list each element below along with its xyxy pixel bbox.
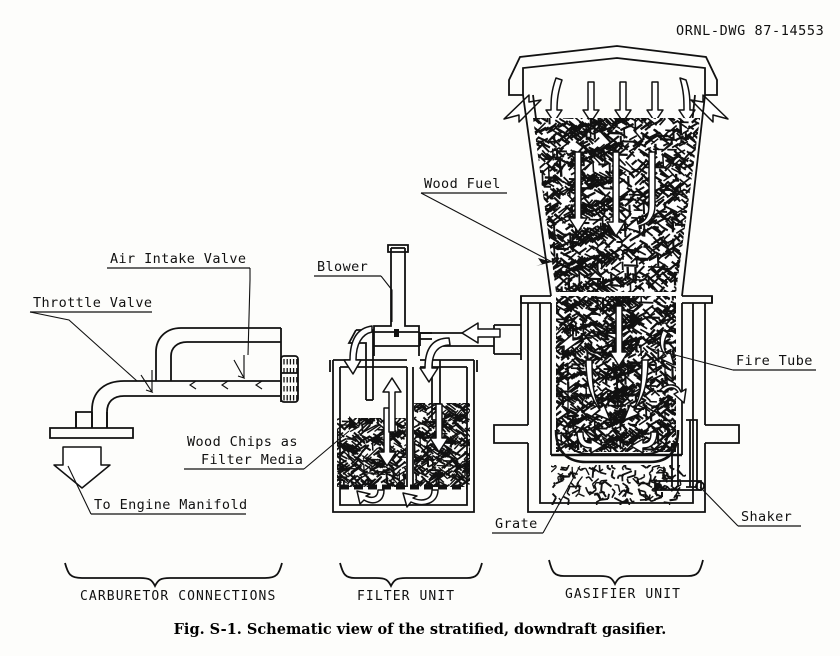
label-fire-tube: Fire Tube — [647, 347, 816, 371]
air-intake-valve-disc — [280, 328, 299, 403]
grate-assembly — [551, 429, 682, 464]
shaker-label: Shaker — [741, 509, 792, 525]
hopper-flow-arrows — [568, 151, 656, 237]
engine-outflow-arrow — [53, 446, 111, 489]
air-inflow-arrows — [503, 94, 729, 123]
wood-chips-label-line2: Filter Media — [201, 452, 303, 468]
gasifier-body-shell — [527, 303, 706, 455]
blower-label: Blower — [317, 259, 368, 275]
filter-flow-arrows — [349, 377, 449, 508]
grate-label: Grate — [495, 516, 538, 532]
gasifier-lower-flange — [493, 424, 740, 513]
section-label-carburetor: CARBURETOR CONNECTIONS — [80, 589, 276, 604]
blower-flow-arrows — [343, 325, 451, 383]
gas-flow-arrow — [461, 322, 501, 344]
to-engine-manifold-label: To Engine Manifold — [94, 497, 248, 513]
section-brace-filter: FILTER UNIT — [339, 562, 483, 604]
label-shaker: Shaker — [699, 486, 801, 527]
gasifier-internal-arrows — [555, 305, 687, 421]
throttle-valve-label: Throttle Valve — [33, 295, 152, 311]
fire-tube-label: Fire Tube — [736, 353, 813, 369]
shaker-mechanism — [654, 419, 705, 491]
fire-tube-lines — [567, 305, 666, 432]
section-brace-gasifier: GASIFIER UNIT — [548, 559, 704, 602]
section-brace-carburetor: CARBURETOR CONNECTIONS — [64, 562, 283, 604]
label-throttle-valve: Throttle Valve — [29, 295, 152, 382]
figure-caption: Fig. S-1. Schematic view of the stratifi… — [174, 621, 667, 638]
label-grate: Grate — [492, 465, 581, 534]
blower-assembly — [373, 244, 420, 356]
section-label-gasifier: GASIFIER UNIT — [565, 587, 681, 602]
downdraft-arrows-top — [545, 77, 696, 123]
label-wood-chips: Wood Chips as Filter Media — [184, 430, 350, 470]
gasifier-mid-flange — [520, 295, 713, 304]
air-intake-valve-label: Air Intake Valve — [110, 251, 246, 267]
label-wood-fuel: Wood Fuel — [420, 176, 553, 266]
section-label-filter: FILTER UNIT — [357, 589, 455, 604]
blower-outlet-pipe — [419, 332, 432, 340]
ash-char-bed — [551, 465, 686, 505]
label-to-engine-manifold: To Engine Manifold — [67, 465, 248, 515]
filter-media-left — [337, 418, 406, 487]
label-air-intake-valve: Air Intake Valve — [107, 251, 251, 356]
wood-fuel-label: Wood Fuel — [424, 176, 501, 192]
wood-chips-label-line1: Wood Chips as — [187, 434, 298, 450]
drawing-number: ORNL-DWG 87-14553 — [676, 23, 824, 39]
gasifier-bed-hatch — [556, 296, 676, 452]
carburetor-piping — [49, 327, 281, 439]
label-blower: Blower — [314, 259, 393, 322]
